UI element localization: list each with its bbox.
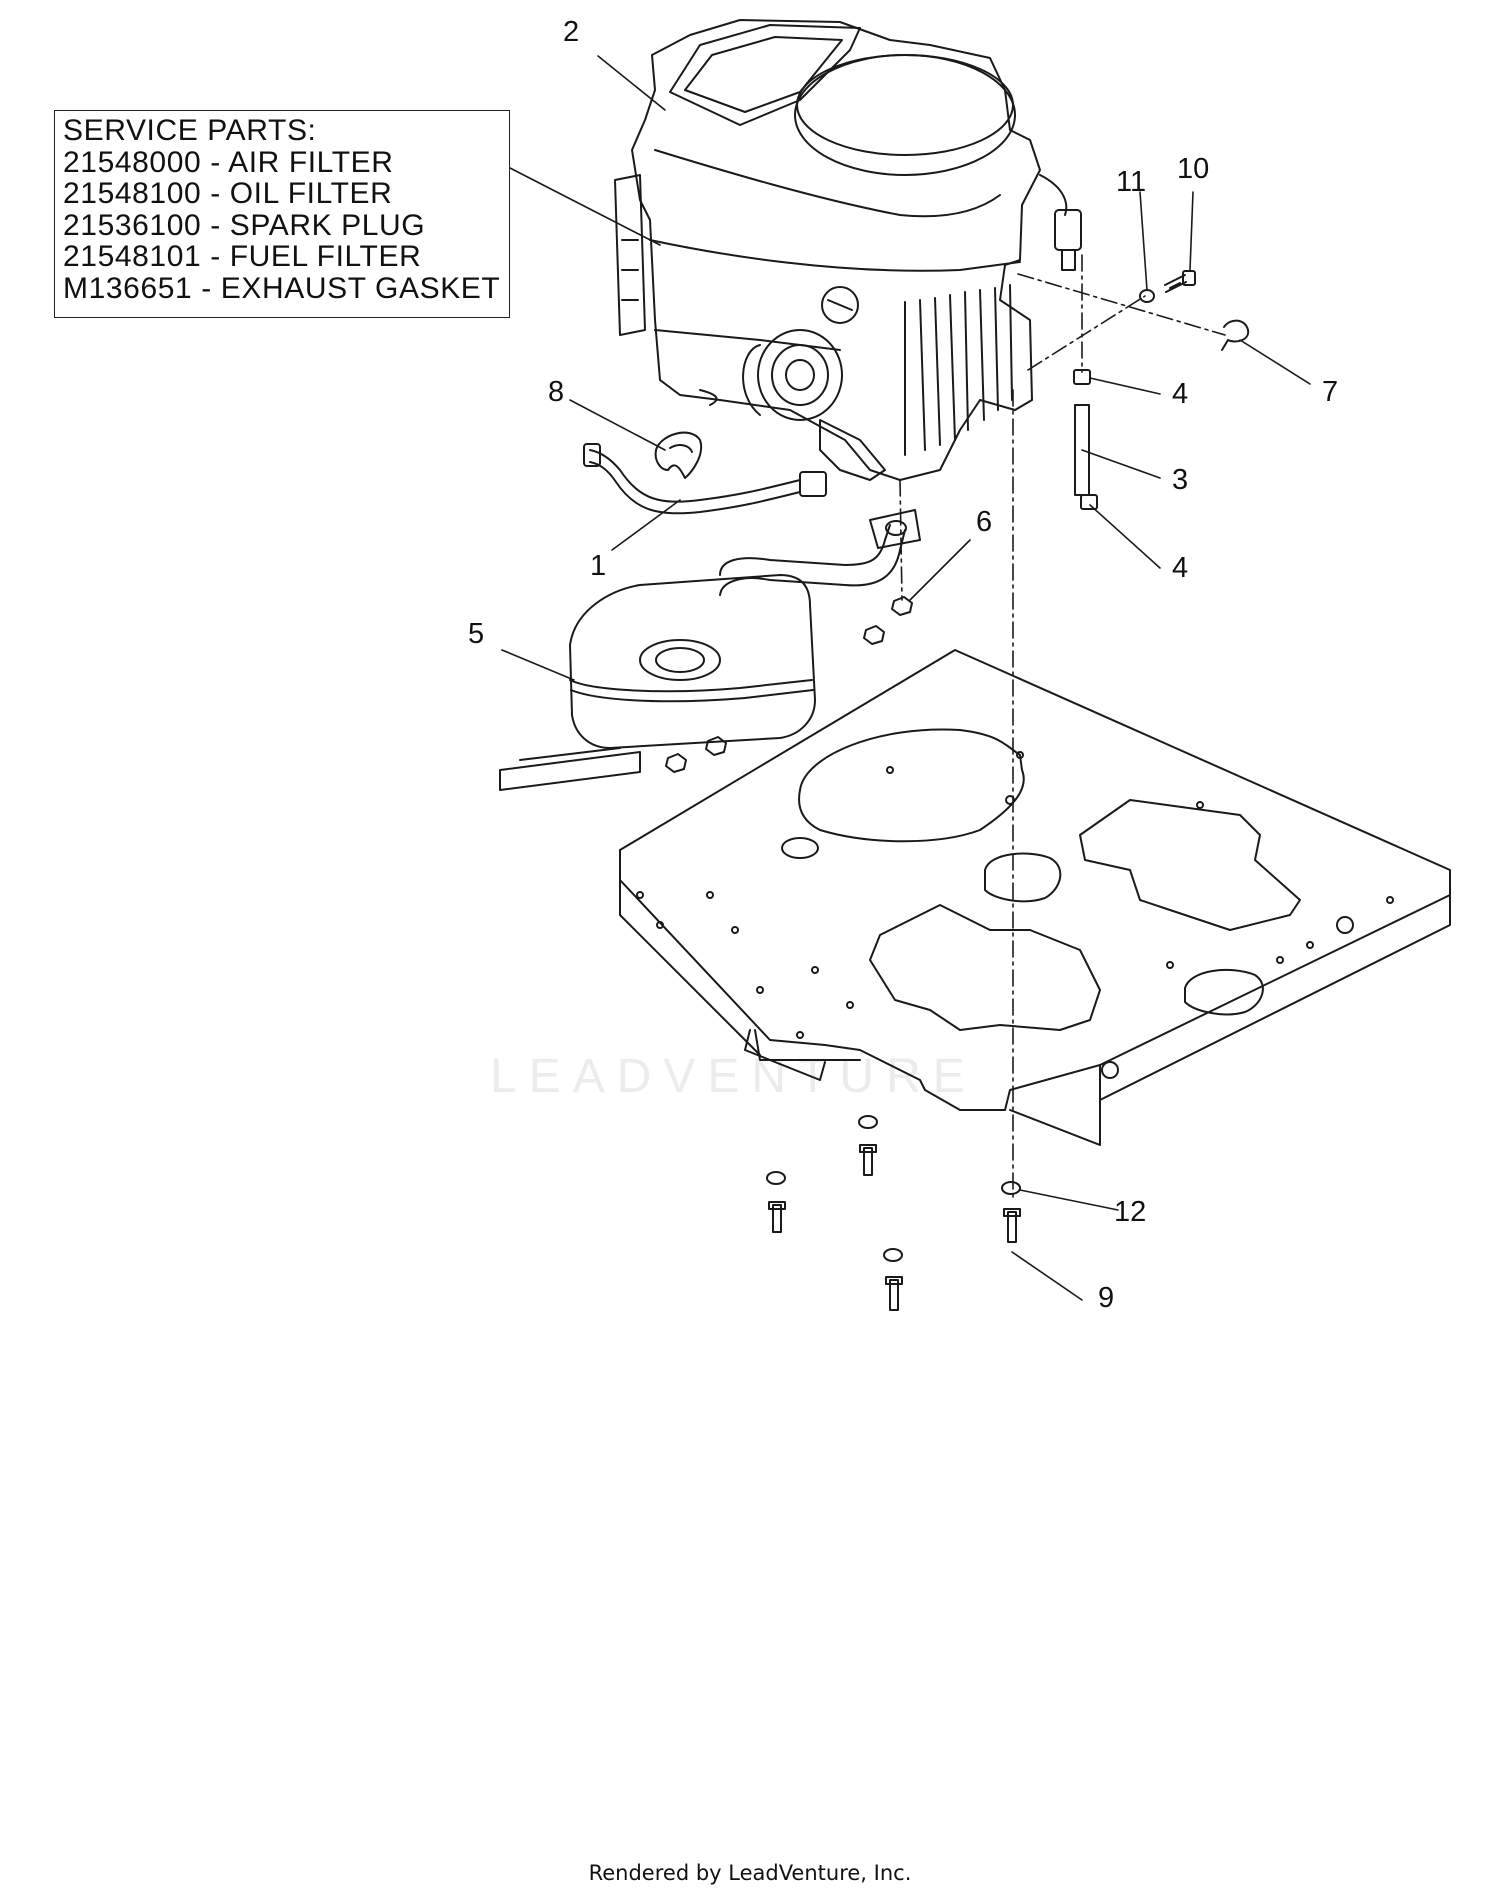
callout-4-bottom: 4 — [1172, 552, 1189, 584]
leader-lines — [501, 55, 1311, 1301]
callout-5: 5 — [468, 618, 485, 650]
bolt-washer-clip — [1139, 270, 1250, 351]
muffler — [499, 509, 921, 791]
service-parts-box: SERVICE PARTS: 21548000 - AIR FILTER 215… — [54, 110, 510, 318]
bottom-bolts-and-washers — [766, 1115, 1021, 1311]
callout-3: 3 — [1172, 464, 1189, 496]
service-part-exhaust-gasket: M136651 - EXHAUST GASKET — [63, 271, 501, 305]
watermark-text: LEADVENTURE — [490, 1050, 977, 1103]
callout-2: 2 — [563, 16, 580, 48]
nut — [665, 596, 913, 773]
service-part-spark-plug: 21536100 - SPARK PLUG — [63, 208, 426, 242]
callout-1: 1 — [590, 550, 607, 582]
fuel-hose — [583, 443, 827, 515]
spacer-and-bushings — [1073, 369, 1098, 510]
service-part-fuel-filter: 21548101 - FUEL FILTER — [63, 240, 422, 273]
service-part-air-filter: 21548000 - AIR FILTER — [63, 145, 394, 179]
callout-7: 7 — [1322, 376, 1339, 408]
callout-11: 11 — [1116, 166, 1147, 198]
callout-12: 12 — [1114, 1196, 1147, 1228]
deck-plate — [619, 649, 1451, 1146]
service-parts-heading: SERVICE PARTS: — [63, 114, 317, 147]
callout-8: 8 — [548, 376, 565, 408]
render-credit: Rendered by LeadVenture, Inc. — [588, 1861, 912, 1885]
service-part-oil-filter: 21548100 - OIL FILTER — [63, 177, 393, 210]
callout-4-top: 4 — [1172, 378, 1189, 410]
callout-9: 9 — [1098, 1282, 1115, 1314]
assembly-center-lines — [899, 254, 1226, 1201]
callout-6: 6 — [976, 506, 993, 538]
clamp — [654, 431, 703, 479]
callout-10: 10 — [1177, 153, 1210, 185]
engine — [614, 19, 1082, 481]
